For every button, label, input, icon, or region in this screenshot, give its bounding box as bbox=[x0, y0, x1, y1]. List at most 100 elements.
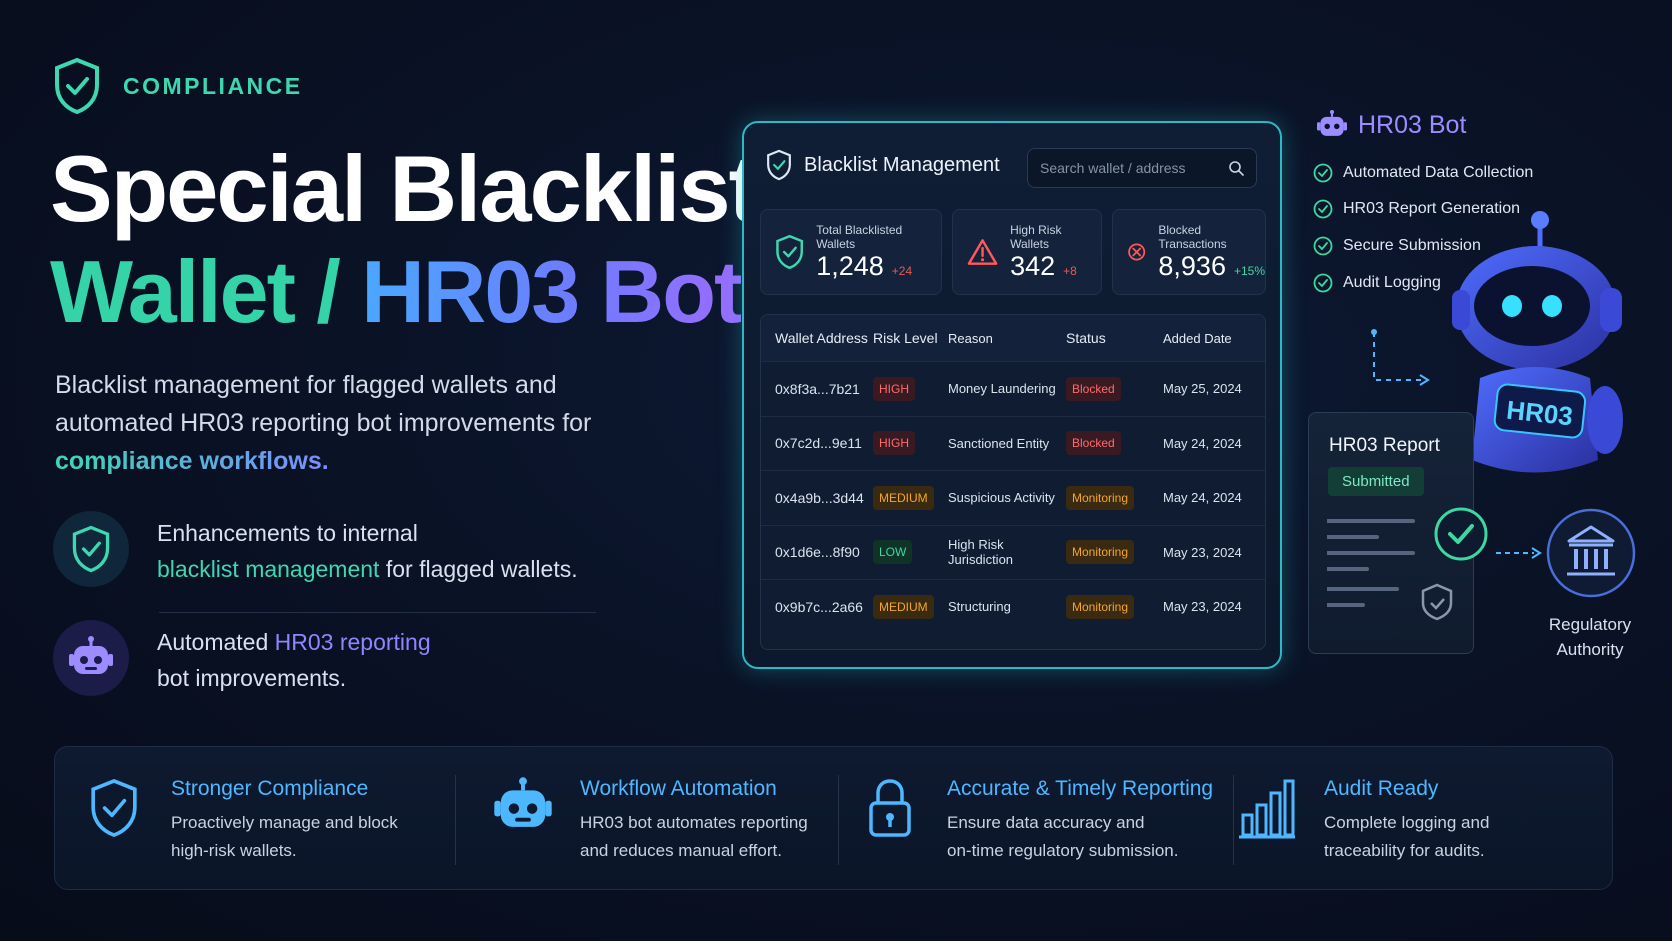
reason: Suspicious Activity bbox=[948, 490, 1055, 506]
benefit-workflow-automation: Workflow Automation HR03 bot automates r… bbox=[488, 747, 808, 891]
column-header[interactable]: Wallet Address bbox=[775, 330, 868, 346]
wallet-address: 0x7c2d...9e11 bbox=[775, 435, 862, 452]
shield-check-icon bbox=[776, 234, 803, 270]
stat-delta: +15% bbox=[1233, 263, 1265, 278]
authority-line2: Authority bbox=[1556, 640, 1624, 659]
benefit-desc-line2: high-risk wallets. bbox=[171, 841, 297, 860]
robot-icon bbox=[69, 636, 113, 674]
feature-text: Enhancements to internal blacklist manag… bbox=[157, 515, 578, 587]
added-date: May 24, 2024 bbox=[1163, 435, 1242, 451]
panel-header: Blacklist Management bbox=[766, 149, 1000, 181]
wallet-address: 0x1d6e...8f90 bbox=[775, 544, 860, 561]
panel-title: Blacklist Management bbox=[804, 153, 1000, 176]
status-badge: Blocked bbox=[1066, 431, 1121, 456]
checklist-item: Secure Submission bbox=[1313, 236, 1481, 256]
benefit-desc-line2: traceability for audits. bbox=[1324, 841, 1485, 860]
column-header[interactable]: Risk Level bbox=[873, 330, 938, 346]
hero-title-part1: Wallet / bbox=[50, 242, 362, 341]
checklist-label: Automated Data Collection bbox=[1343, 164, 1534, 181]
table-row[interactable]: 0x9b7c...2a66 MEDIUM Structuring Monitor… bbox=[761, 579, 1265, 634]
feature-text-line2: bot improvements. bbox=[157, 665, 347, 691]
table-row[interactable]: 0x4a9b...3d44 MEDIUM Suspicious Activity… bbox=[761, 470, 1265, 525]
check-circle-icon bbox=[1313, 236, 1333, 256]
blocked-circle-icon bbox=[1128, 243, 1146, 261]
benefit-title: Audit Ready bbox=[1324, 777, 1439, 800]
check-circle-icon bbox=[1313, 199, 1333, 219]
status-badge: Monitoring bbox=[1066, 540, 1135, 565]
feature-blacklist: Enhancements to internal blacklist manag… bbox=[53, 511, 578, 587]
table-header-row: Wallet Address Risk Level Reason Status … bbox=[761, 315, 1265, 361]
risk-badge: MEDIUM bbox=[873, 594, 934, 619]
warning-triangle-icon bbox=[967, 239, 998, 265]
feature-text: Automated HR03 reporting bot improvement… bbox=[157, 624, 431, 696]
eyebrow-label: COMPLIANCE bbox=[123, 72, 303, 99]
benefit-divider bbox=[1233, 775, 1234, 865]
column-header[interactable]: Reason bbox=[948, 330, 993, 346]
authority-label: Regulatory Authority bbox=[1520, 612, 1660, 662]
shield-check-icon bbox=[767, 149, 791, 181]
stat-delta: +24 bbox=[891, 263, 913, 278]
reason: High Risk Jurisdiction bbox=[948, 537, 1014, 568]
wallet-address: 0x9b7c...2a66 bbox=[775, 598, 863, 615]
table-row[interactable]: 0x1d6e...8f90 LOW High Risk Jurisdiction… bbox=[761, 524, 1265, 580]
lock-icon bbox=[869, 779, 911, 837]
hero-description-text: Blacklist management for flagged wallets… bbox=[55, 371, 592, 437]
status-badge: Monitoring bbox=[1066, 485, 1135, 510]
benefits-bar: Stronger Compliance Proactively manage a… bbox=[54, 746, 1613, 890]
bot-title-text: HR03 Bot bbox=[1358, 110, 1467, 139]
document-lines-icon bbox=[1327, 519, 1453, 621]
feature-text-line2: for flagged wallets. bbox=[379, 556, 578, 582]
added-date: May 23, 2024 bbox=[1163, 544, 1242, 560]
added-date: May 25, 2024 bbox=[1163, 381, 1242, 397]
dashed-arrow-icon bbox=[1496, 547, 1542, 559]
report-status-badge: Submitted bbox=[1328, 467, 1424, 496]
hero-description: Blacklist management for flagged wallets… bbox=[55, 366, 615, 480]
shield-check-icon bbox=[72, 525, 110, 573]
feature-highlight: blacklist management bbox=[157, 556, 380, 582]
blacklist-panel: Blacklist Management Total Blacklisted W… bbox=[742, 121, 1282, 669]
hero-title-part2: HR03 Bot bbox=[361, 242, 743, 341]
benefit-desc-line1: Complete logging and bbox=[1324, 813, 1490, 832]
checklist-label: Audit Logging bbox=[1343, 274, 1441, 291]
reason: Structuring bbox=[948, 599, 1011, 615]
robot-mascot-icon: HR03 bbox=[1452, 211, 1623, 473]
search-input[interactable] bbox=[1040, 160, 1228, 176]
shield-check-icon bbox=[91, 778, 137, 838]
benefit-desc-line1: HR03 bot automates reporting bbox=[580, 813, 808, 832]
bot-title: HR03 Bot bbox=[1316, 110, 1466, 140]
checklist-item: Audit Logging bbox=[1313, 273, 1441, 293]
risk-badge: MEDIUM bbox=[873, 485, 934, 510]
stat-card-total-blacklisted: Total Blacklisted Wallets 1,248+24 bbox=[760, 209, 942, 295]
stat-value: 8,936 bbox=[1158, 250, 1226, 281]
feature-highlight: HR03 reporting bbox=[274, 629, 431, 655]
table-row[interactable]: 0x8f3a...7b21 HIGH Money Laundering Bloc… bbox=[761, 361, 1265, 416]
column-header[interactable]: Added Date bbox=[1163, 330, 1232, 346]
table-row[interactable]: 0x7c2d...9e11 HIGH Sanctioned Entity Blo… bbox=[761, 415, 1265, 471]
checklist-item: Automated Data Collection bbox=[1313, 163, 1533, 183]
feature-text-line1: Automated bbox=[157, 629, 275, 655]
benefit-desc-line1: Proactively manage and block bbox=[171, 813, 398, 832]
risk-badge: HIGH bbox=[873, 431, 915, 456]
shield-check-icon bbox=[55, 57, 99, 115]
status-badge: Blocked bbox=[1066, 376, 1121, 401]
bar-chart-icon bbox=[1239, 779, 1295, 839]
robot-label: HR03 bbox=[1505, 395, 1574, 432]
added-date: May 24, 2024 bbox=[1163, 490, 1242, 506]
section-eyebrow: COMPLIANCE bbox=[53, 57, 303, 115]
stat-label: Total Blacklisted Wallets bbox=[816, 222, 903, 251]
feature-badge bbox=[53, 620, 129, 696]
stat-card-high-risk: High Risk Wallets 342+8 bbox=[952, 209, 1102, 295]
column-header[interactable]: Status bbox=[1066, 330, 1106, 346]
stat-value: 342 bbox=[1010, 250, 1056, 281]
government-building-icon bbox=[1546, 508, 1636, 598]
check-circle-icon bbox=[1313, 163, 1333, 183]
robot-icon bbox=[1317, 110, 1347, 136]
robot-icon bbox=[494, 777, 552, 827]
feature-text-line1: Enhancements to internal bbox=[157, 520, 418, 546]
stat-card-blocked-transactions: Blocked Transactions 8,936+15% bbox=[1112, 209, 1266, 295]
risk-badge: HIGH bbox=[873, 376, 915, 401]
search-icon[interactable] bbox=[1228, 160, 1244, 176]
stat-label: High Risk Wallets bbox=[1010, 222, 1062, 251]
search-box[interactable] bbox=[1027, 148, 1257, 188]
benefit-desc-line2: on-time regulatory submission. bbox=[947, 841, 1179, 860]
